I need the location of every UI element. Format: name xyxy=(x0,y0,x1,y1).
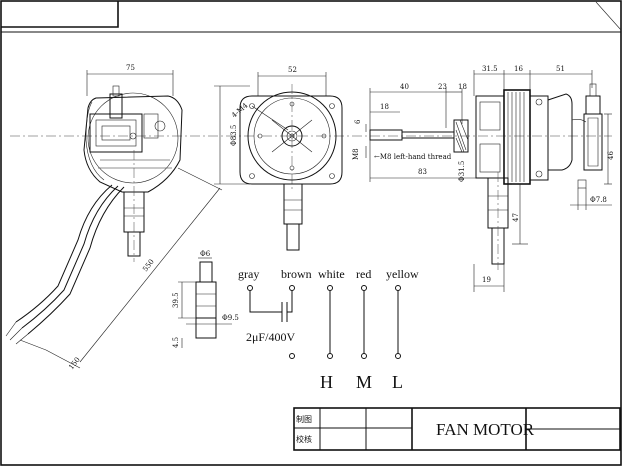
dim-shaft-18a: 18 xyxy=(380,103,389,111)
speed-high: H xyxy=(320,372,333,392)
shaft-view: 40 23 18 18 6 M8 ←M8 left-hand thread 83… xyxy=(352,83,476,182)
dim-rear-width: 52 xyxy=(288,66,297,74)
dim-front-width: 75 xyxy=(126,64,135,72)
dim-cap-9-5: Φ9.5 xyxy=(222,314,239,322)
dim-shaft-31-5: Φ31.5 xyxy=(458,161,466,182)
wiring-diagram: gray brown white red yellow 2μF/400V H M… xyxy=(238,267,419,392)
dim-cap-top: Φ6 xyxy=(200,250,211,258)
capacitor-detail: Φ6 39.5 Φ9.5 4.5 xyxy=(172,250,239,348)
dim-cap-39-5: 39.5 xyxy=(172,292,180,308)
dim-shaft-83: 83 xyxy=(418,168,427,176)
top-left-tab xyxy=(1,1,119,28)
dim-shaft-40: 40 xyxy=(400,83,409,91)
dim-side-31-5: 31.5 xyxy=(482,65,498,73)
capacitor-rating: 2μF/400V xyxy=(246,330,295,344)
dim-rear-diameter: Φ83.5 xyxy=(230,125,238,146)
dim-side-16: 16 xyxy=(514,65,523,73)
rear-view: 52 Φ83.5 4-M4 xyxy=(214,66,343,251)
dim-shaft-6: 6 xyxy=(354,119,362,124)
side-view: 31.5 16 51 46 Φ7.8 xyxy=(473,65,615,292)
wire-label-white: white xyxy=(318,267,345,281)
dim-shaft-23: 23 xyxy=(438,83,447,91)
speed-medium: M xyxy=(356,372,372,392)
title-row2-label: 校核 xyxy=(296,434,312,444)
dim-side-19: 19 xyxy=(482,276,491,284)
dim-strip-length: 150 xyxy=(67,356,82,371)
title-block: 制图 校核 FAN MOTOR xyxy=(293,407,621,451)
shaft-thread-note: ←M8 left-hand thread xyxy=(374,153,452,161)
wire-label-gray: gray xyxy=(238,267,259,281)
wire-label-red: red xyxy=(356,267,371,281)
wire-label-yellow: yellow xyxy=(386,267,419,281)
drawing-title: FAN MOTOR xyxy=(436,420,535,439)
dim-cap-4-5: 4.5 xyxy=(172,337,180,348)
speed-low: L xyxy=(392,372,403,392)
dim-side-7-8: Φ7.8 xyxy=(590,196,607,204)
dim-side-46: 46 xyxy=(607,151,615,160)
dim-shaft-m8: M8 xyxy=(352,148,360,160)
wire-label-brown: brown xyxy=(281,267,312,281)
front-view: 75 550 150 xyxy=(5,64,223,371)
dim-side-51: 51 xyxy=(556,65,565,73)
dim-side-47: 47 xyxy=(512,213,520,222)
title-row1-label: 制图 xyxy=(296,414,312,424)
dim-shaft-18b: 18 xyxy=(458,83,467,91)
